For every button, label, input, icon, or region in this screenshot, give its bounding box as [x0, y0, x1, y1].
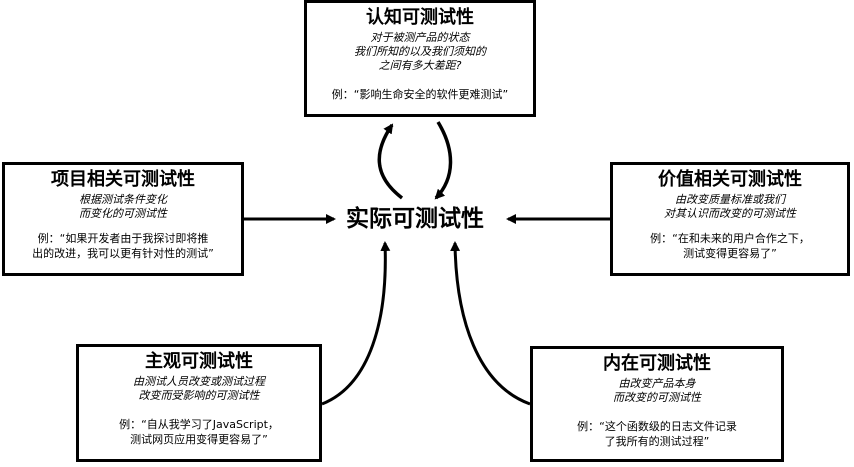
box-example: 例：“在和未来的用户合作之下， 测试变得更容易了”: [650, 232, 810, 260]
arrow-from-epistemic: [434, 121, 453, 200]
box-description: 由改变产品本身 而改变的可测试性: [613, 377, 701, 404]
box-title: 价值相关可测试性: [658, 169, 802, 190]
box-title: 认知可测试性: [366, 7, 474, 28]
box-description: 由改变质量标准或我们 对其认识而改变的可测试性: [664, 193, 796, 220]
box-description: 根据测试条件变化 而变化的可测试性: [79, 193, 167, 220]
box-title: 内在可测试性: [603, 353, 711, 374]
arrow-from-subjective: [321, 241, 391, 406]
arrow-from-intrinsic: [450, 241, 531, 406]
box-example: 例：“自从我学习了JavaScript， 测试网页应用变得更容易了”: [119, 418, 279, 446]
box-example: 例：“这个函数级的日志文件记录 了我所有的测试过程”: [577, 420, 737, 448]
box-example: 例：“如果开发者由于我探讨即将推 出的改进，我可以更有针对性的测试”: [32, 232, 214, 260]
intrinsic-testability-box: 内在可测试性 由改变产品本身 而改变的可测试性 例：“这个函数级的日志文件记录 …: [530, 346, 784, 462]
box-title: 主观可测试性: [145, 351, 253, 372]
value-testability-box: 价值相关可测试性 由改变质量标准或我们 对其认识而改变的可测试性 例：“在和未来…: [610, 162, 850, 276]
box-description: 对于被测产品的状态 我们所知的以及我们须知的 之间有多大差距?: [354, 31, 486, 72]
project-testability-box: 项目相关可测试性 根据测试条件变化 而变化的可测试性 例：“如果开发者由于我探讨…: [2, 162, 244, 276]
epistemic-testability-box: 认知可测试性 对于被测产品的状态 我们所知的以及我们须知的 之间有多大差距? 例…: [304, 0, 536, 117]
actual-testability-title: 实际可测试性: [346, 206, 484, 232]
box-description: 由测试人员改变或测试过程 改变而受影响的可测试性: [133, 375, 265, 402]
subjective-testability-box: 主观可测试性 由测试人员改变或测试过程 改变而受影响的可测试性 例：“自从我学习…: [76, 344, 322, 462]
box-title: 项目相关可测试性: [51, 169, 195, 190]
arrow-to-epistemic: [377, 123, 404, 200]
box-example: 例：“影响生命安全的软件更难测试”: [331, 88, 509, 101]
